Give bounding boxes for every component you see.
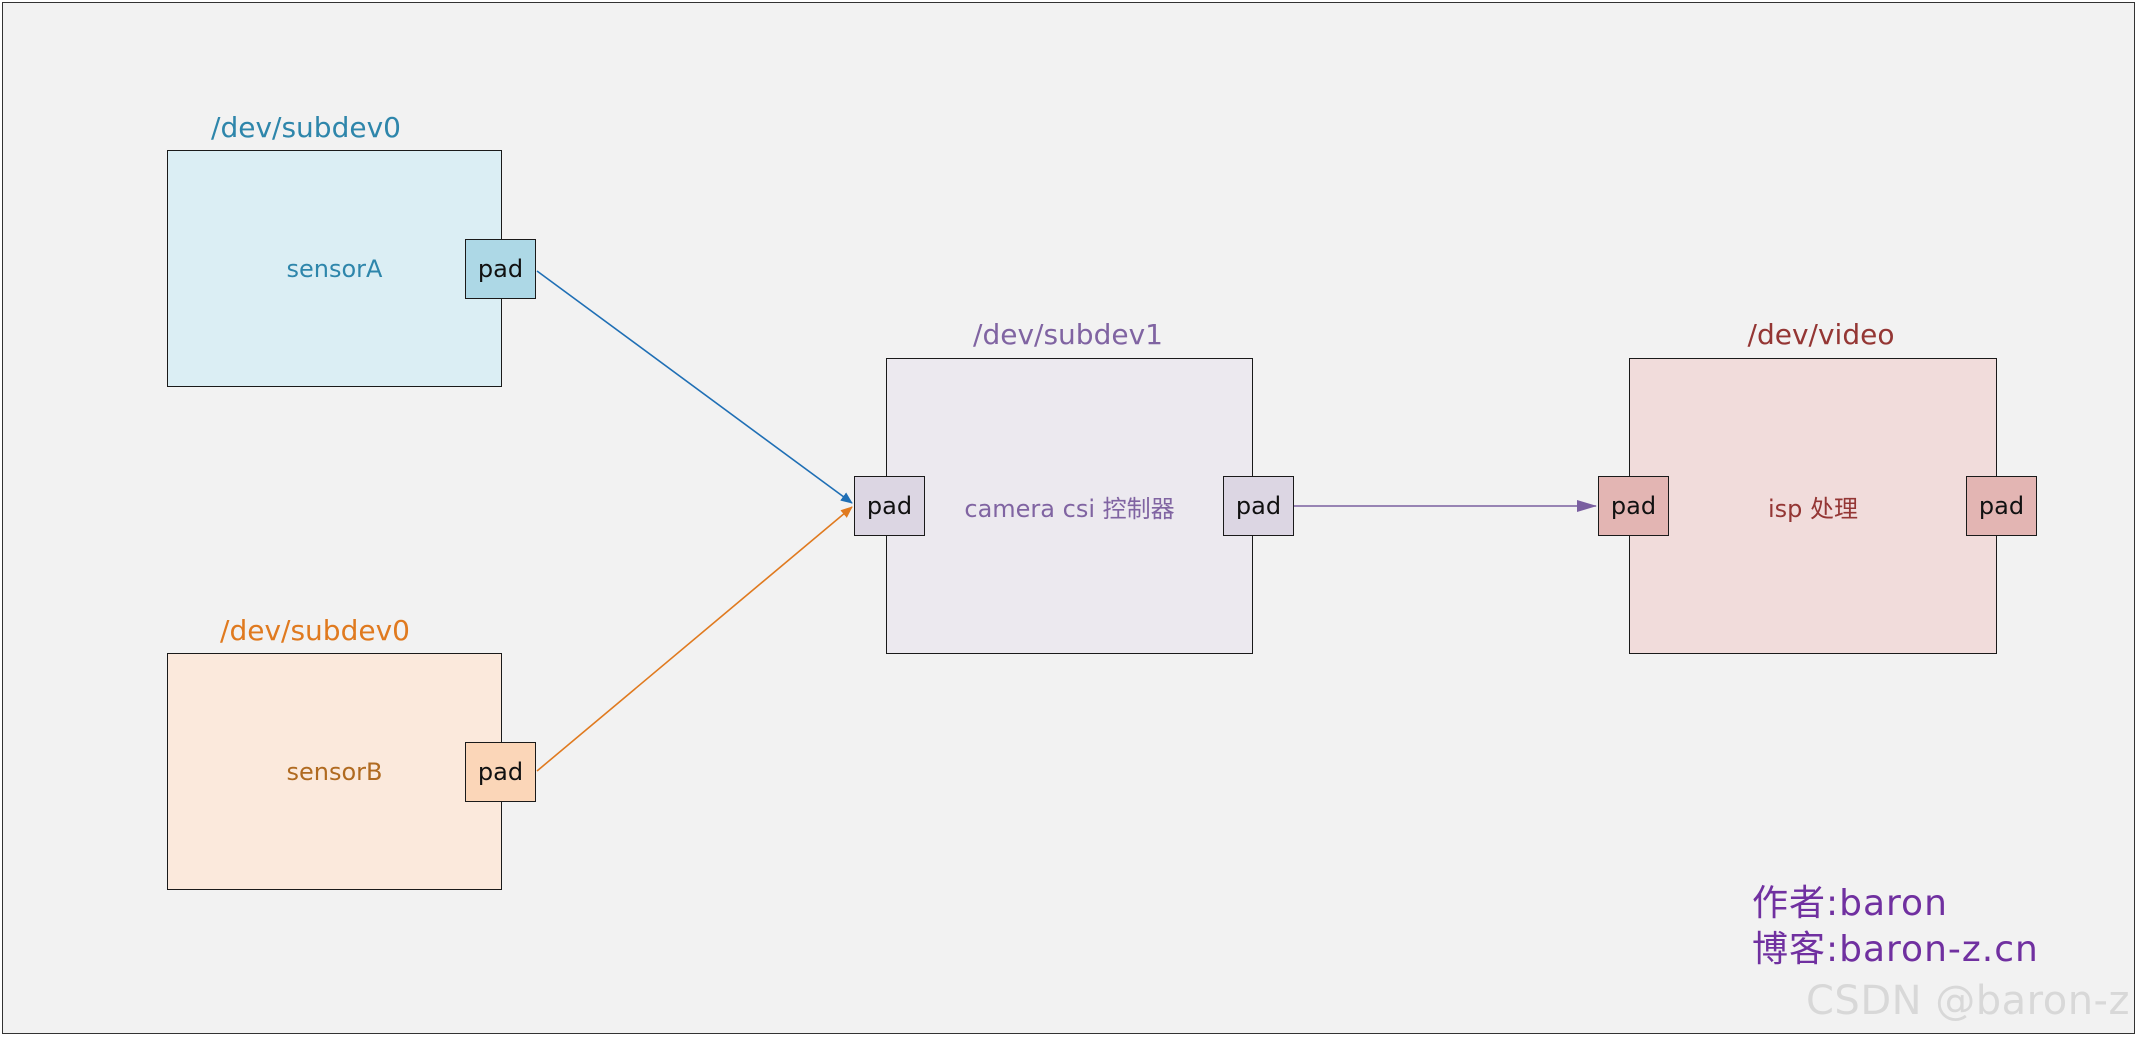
isp-input-pad[interactable]: pad <box>1598 476 1669 536</box>
blog-credit: 博客:baron-z.cn <box>1752 929 2039 970</box>
isp-output-pad[interactable]: pad <box>1966 476 2037 536</box>
sensor-b-title: /dev/subdev0 <box>220 614 410 647</box>
csdn-watermark: CSDN @baron-z <box>1806 978 2130 1024</box>
sensor-a-label: sensorA <box>286 254 383 283</box>
isp-label: isp 处理 <box>1767 494 1859 523</box>
author-credit: 作者:baron <box>1752 883 1948 924</box>
link-sensor-a-to-csi <box>536 270 853 504</box>
link-sensor-b-to-csi <box>536 506 853 772</box>
isp-title: /dev/video <box>1747 318 1895 351</box>
sensor-a-pad[interactable]: pad <box>465 239 536 299</box>
sensor-a-title: /dev/subdev0 <box>211 111 401 144</box>
sensor-b-box: sensorB <box>167 653 502 890</box>
csi-title: /dev/subdev1 <box>973 318 1163 351</box>
sensor-b-pad[interactable]: pad <box>465 742 536 802</box>
csi-input-pad[interactable]: pad <box>854 476 925 536</box>
csi-box: camera csi 控制器 <box>886 358 1253 654</box>
sensor-a-box: sensorA <box>167 150 502 387</box>
isp-box: isp 处理 <box>1629 358 1997 654</box>
csi-output-pad[interactable]: pad <box>1223 476 1294 536</box>
csi-label: camera csi 控制器 <box>964 494 1175 523</box>
sensor-b-label: sensorB <box>286 757 383 786</box>
